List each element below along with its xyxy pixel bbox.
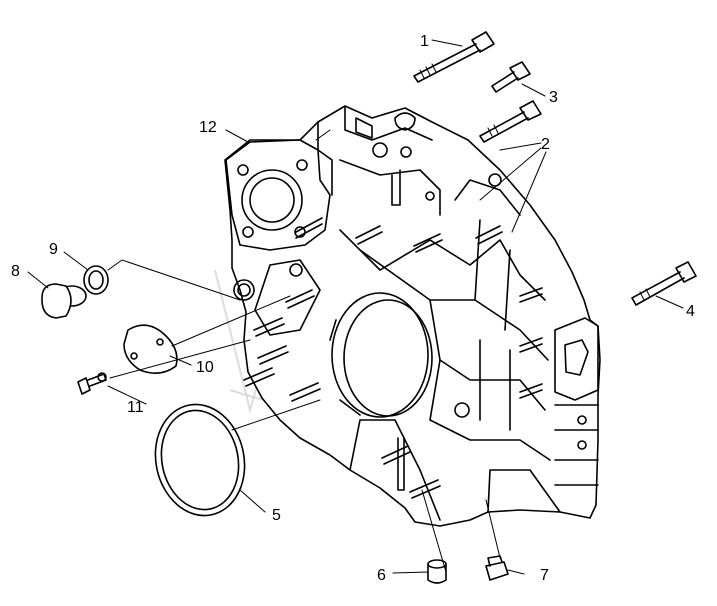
bolt-2 — [479, 100, 542, 143]
plug-6 — [427, 559, 447, 584]
screw-11 — [77, 372, 107, 395]
housing-studs — [243, 217, 543, 499]
callout-5: 5 — [272, 507, 281, 524]
callout-10: 10 — [196, 359, 214, 376]
bolt-1 — [413, 31, 495, 83]
washer-9 — [83, 265, 109, 295]
callout-7: 7 — [540, 567, 549, 584]
callout-6: 6 — [377, 567, 386, 584]
leader-lines — [27, 39, 684, 575]
cover-plate-10 — [123, 324, 178, 374]
callout-3: 3 — [549, 89, 558, 106]
cap-8 — [41, 283, 87, 319]
callout-4: 4 — [686, 303, 695, 320]
callout-12: 12 — [199, 119, 217, 136]
bolt-3 — [491, 61, 531, 93]
o-ring-5 — [154, 403, 246, 517]
flywheel-housing — [224, 105, 601, 527]
callout-1: 1 — [420, 33, 429, 50]
drain-plug-7 — [485, 555, 509, 581]
callout-2: 2 — [541, 136, 550, 153]
callouts: 1 2 3 4 5 6 7 8 9 10 11 12 — [11, 33, 695, 584]
callout-11: 11 — [127, 399, 144, 416]
callout-8: 8 — [11, 263, 20, 280]
callout-9: 9 — [49, 241, 58, 258]
bolt-4 — [631, 261, 697, 306]
